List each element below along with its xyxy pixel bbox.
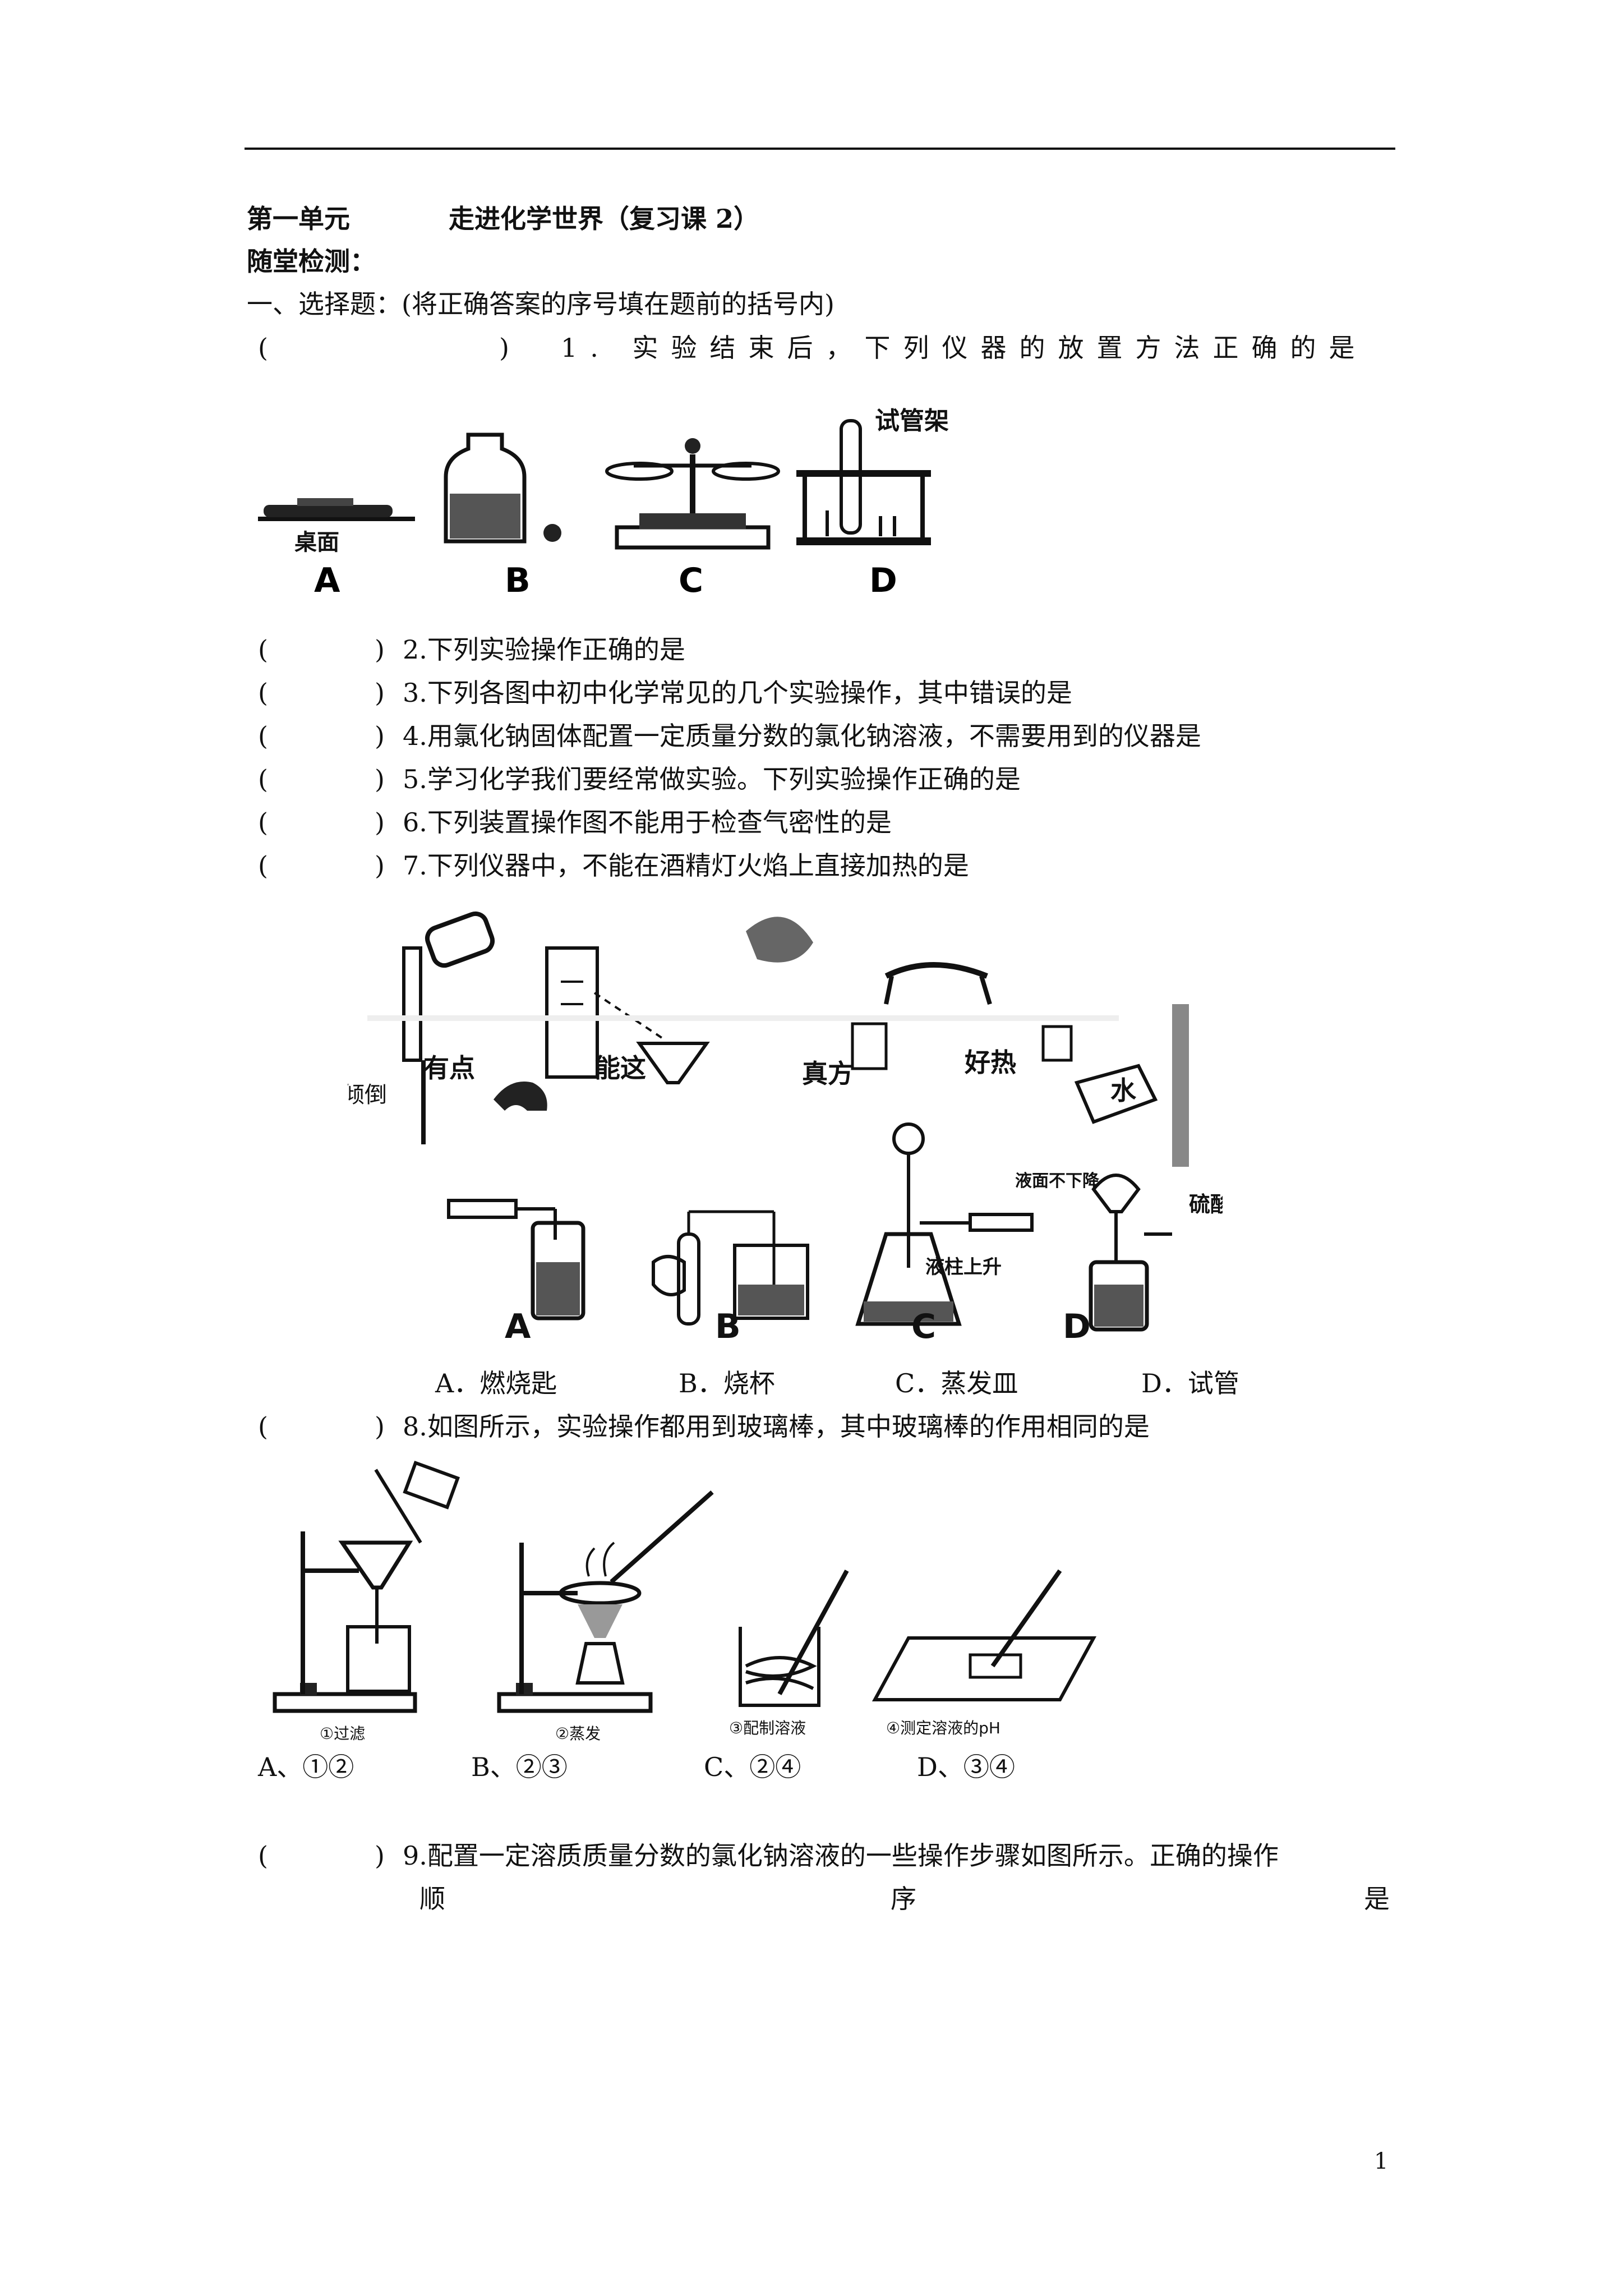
q8-ph-image: ④测定溶液的pH bbox=[872, 1569, 1097, 1737]
collage-label-b: B bbox=[715, 1307, 741, 1346]
header-rule bbox=[245, 148, 1395, 150]
q8-caption-2: ②蒸发 bbox=[555, 1724, 601, 1743]
collage-fragment-1: 有点 bbox=[423, 1053, 475, 1083]
collage-apparatus-d: 液面不下降 硫酸 bbox=[1015, 1171, 1223, 1332]
q1-figure: 桌面 试管架 A B C D bbox=[258, 407, 949, 600]
collage-fragment-water: 水 bbox=[1110, 1075, 1137, 1106]
collage-fragment-2: 能这 bbox=[594, 1053, 646, 1083]
page-title: 走进化学世界（复习课 2） bbox=[449, 204, 760, 234]
q7-option-c: C．蒸发皿 bbox=[895, 1368, 1018, 1398]
q1-caption-table: 桌面 bbox=[294, 530, 339, 555]
collage-top-strip bbox=[402, 911, 992, 1084]
q7-option-b: B．烧杯 bbox=[679, 1368, 775, 1398]
collage-label-a: A bbox=[505, 1307, 531, 1346]
q1-caption-rack: 试管架 bbox=[875, 407, 949, 435]
collage-fragment-rise: 液柱上升 bbox=[925, 1256, 1002, 1278]
q8-option-a: A、①② bbox=[258, 1752, 354, 1782]
q1-paren-close: ) bbox=[499, 333, 509, 363]
q1-option-d-image: 试管架 bbox=[796, 407, 949, 545]
collage-label-c: C bbox=[911, 1307, 937, 1346]
q8-solution-image: ③配制溶液 bbox=[729, 1570, 849, 1737]
collage-apparatus-c: 液柱上升 bbox=[855, 1122, 1034, 1326]
collage-figure: 倾倒 有点 能这 真方 好热 水 液柱上升 液面不下降 bbox=[348, 911, 1223, 1332]
question-3: ( ) 3.下列各图中初中化学常见的几个实验操作，其中错误的是 bbox=[258, 678, 1072, 708]
q1-label-c: C bbox=[679, 561, 703, 600]
q1-option-b-image bbox=[444, 432, 561, 544]
collage-fragment-pour: 倾倒 bbox=[348, 1082, 387, 1108]
q8-caption-1: ①过滤 bbox=[320, 1724, 365, 1743]
q8-option-c: C、②④ bbox=[704, 1752, 801, 1782]
q8-filtration-image: ①过滤 bbox=[273, 1460, 460, 1743]
q8-caption-3: ③配制溶液 bbox=[729, 1719, 806, 1737]
q9-line2-word-3: 是 bbox=[1364, 1884, 1390, 1914]
unit-label: 第一单元 bbox=[247, 204, 350, 234]
q9-line2-word-1: 顺 bbox=[419, 1884, 445, 1914]
q7-option-d: D．试管 bbox=[1141, 1368, 1239, 1398]
q1-text: 1. 实验结束后，下列仪器的放置方法正确的是 bbox=[561, 333, 1368, 363]
q1-paren-open: ( bbox=[258, 333, 268, 363]
q8-option-b: B、②③ bbox=[471, 1752, 568, 1782]
q8-figure: ①过滤 ②蒸发 ③配制溶液 ④测定溶液的pH bbox=[273, 1460, 1097, 1743]
q1-option-a-image: 桌面 bbox=[258, 498, 415, 555]
section-heading: 一、选择题：(将正确答案的序号填在题前的括号内) bbox=[247, 289, 834, 319]
question-2: ( ) 2.下列实验操作正确的是 bbox=[258, 634, 685, 665]
collage-fragment-level: 液面不下降 bbox=[1015, 1171, 1100, 1191]
question-9: ( ) 9.配置一定溶质质量分数的氯化钠溶液的一些操作步骤如图所示。正确的操作 bbox=[258, 1841, 1279, 1871]
q1-label-d: D bbox=[869, 561, 897, 600]
subheading: 随堂检测： bbox=[247, 246, 376, 277]
q1-label-a: A bbox=[314, 561, 340, 600]
collage-apparatus-b bbox=[652, 1210, 809, 1326]
q8-caption-4: ④测定溶液的pH bbox=[886, 1719, 1000, 1737]
question-7: ( ) 7.下列仪器中，不能在酒精灯火焰上直接加热的是 bbox=[258, 850, 969, 881]
q9-line2-word-2: 序 bbox=[891, 1884, 916, 1914]
q1-option-c-image bbox=[605, 438, 780, 550]
question-5: ( ) 5.学习化学我们要经常做实验。下列实验操作正确的是 bbox=[258, 764, 1021, 794]
question-6: ( ) 6.下列装置操作图不能用于检查气密性的是 bbox=[258, 807, 892, 838]
collage-fragment-acid: 硫酸 bbox=[1189, 1192, 1223, 1217]
collage-apparatus-a bbox=[447, 1199, 585, 1320]
page-number: 1 bbox=[1374, 2148, 1389, 2174]
collage-label-d: D bbox=[1063, 1307, 1091, 1346]
collage-middle-strip: 倾倒 有点 能这 真方 好热 水 bbox=[348, 1004, 1189, 1167]
q1-label-b: B bbox=[505, 561, 531, 600]
q8-option-d: D、③④ bbox=[917, 1752, 1015, 1782]
q7-option-a: A．燃烧匙 bbox=[435, 1368, 557, 1398]
collage-fragment-4: 好热 bbox=[964, 1047, 1016, 1078]
collage-fragment-3: 真方 bbox=[802, 1059, 854, 1089]
question-8: ( ) 8.如图所示，实验操作都用到玻璃棒，其中玻璃棒的作用相同的是 bbox=[258, 1411, 1150, 1442]
q8-evaporation-image: ②蒸发 bbox=[497, 1490, 714, 1743]
question-4: ( ) 4.用氯化钠固体配置一定质量分数的氯化钠溶液，不需要用到的仪器是 bbox=[258, 721, 1201, 751]
